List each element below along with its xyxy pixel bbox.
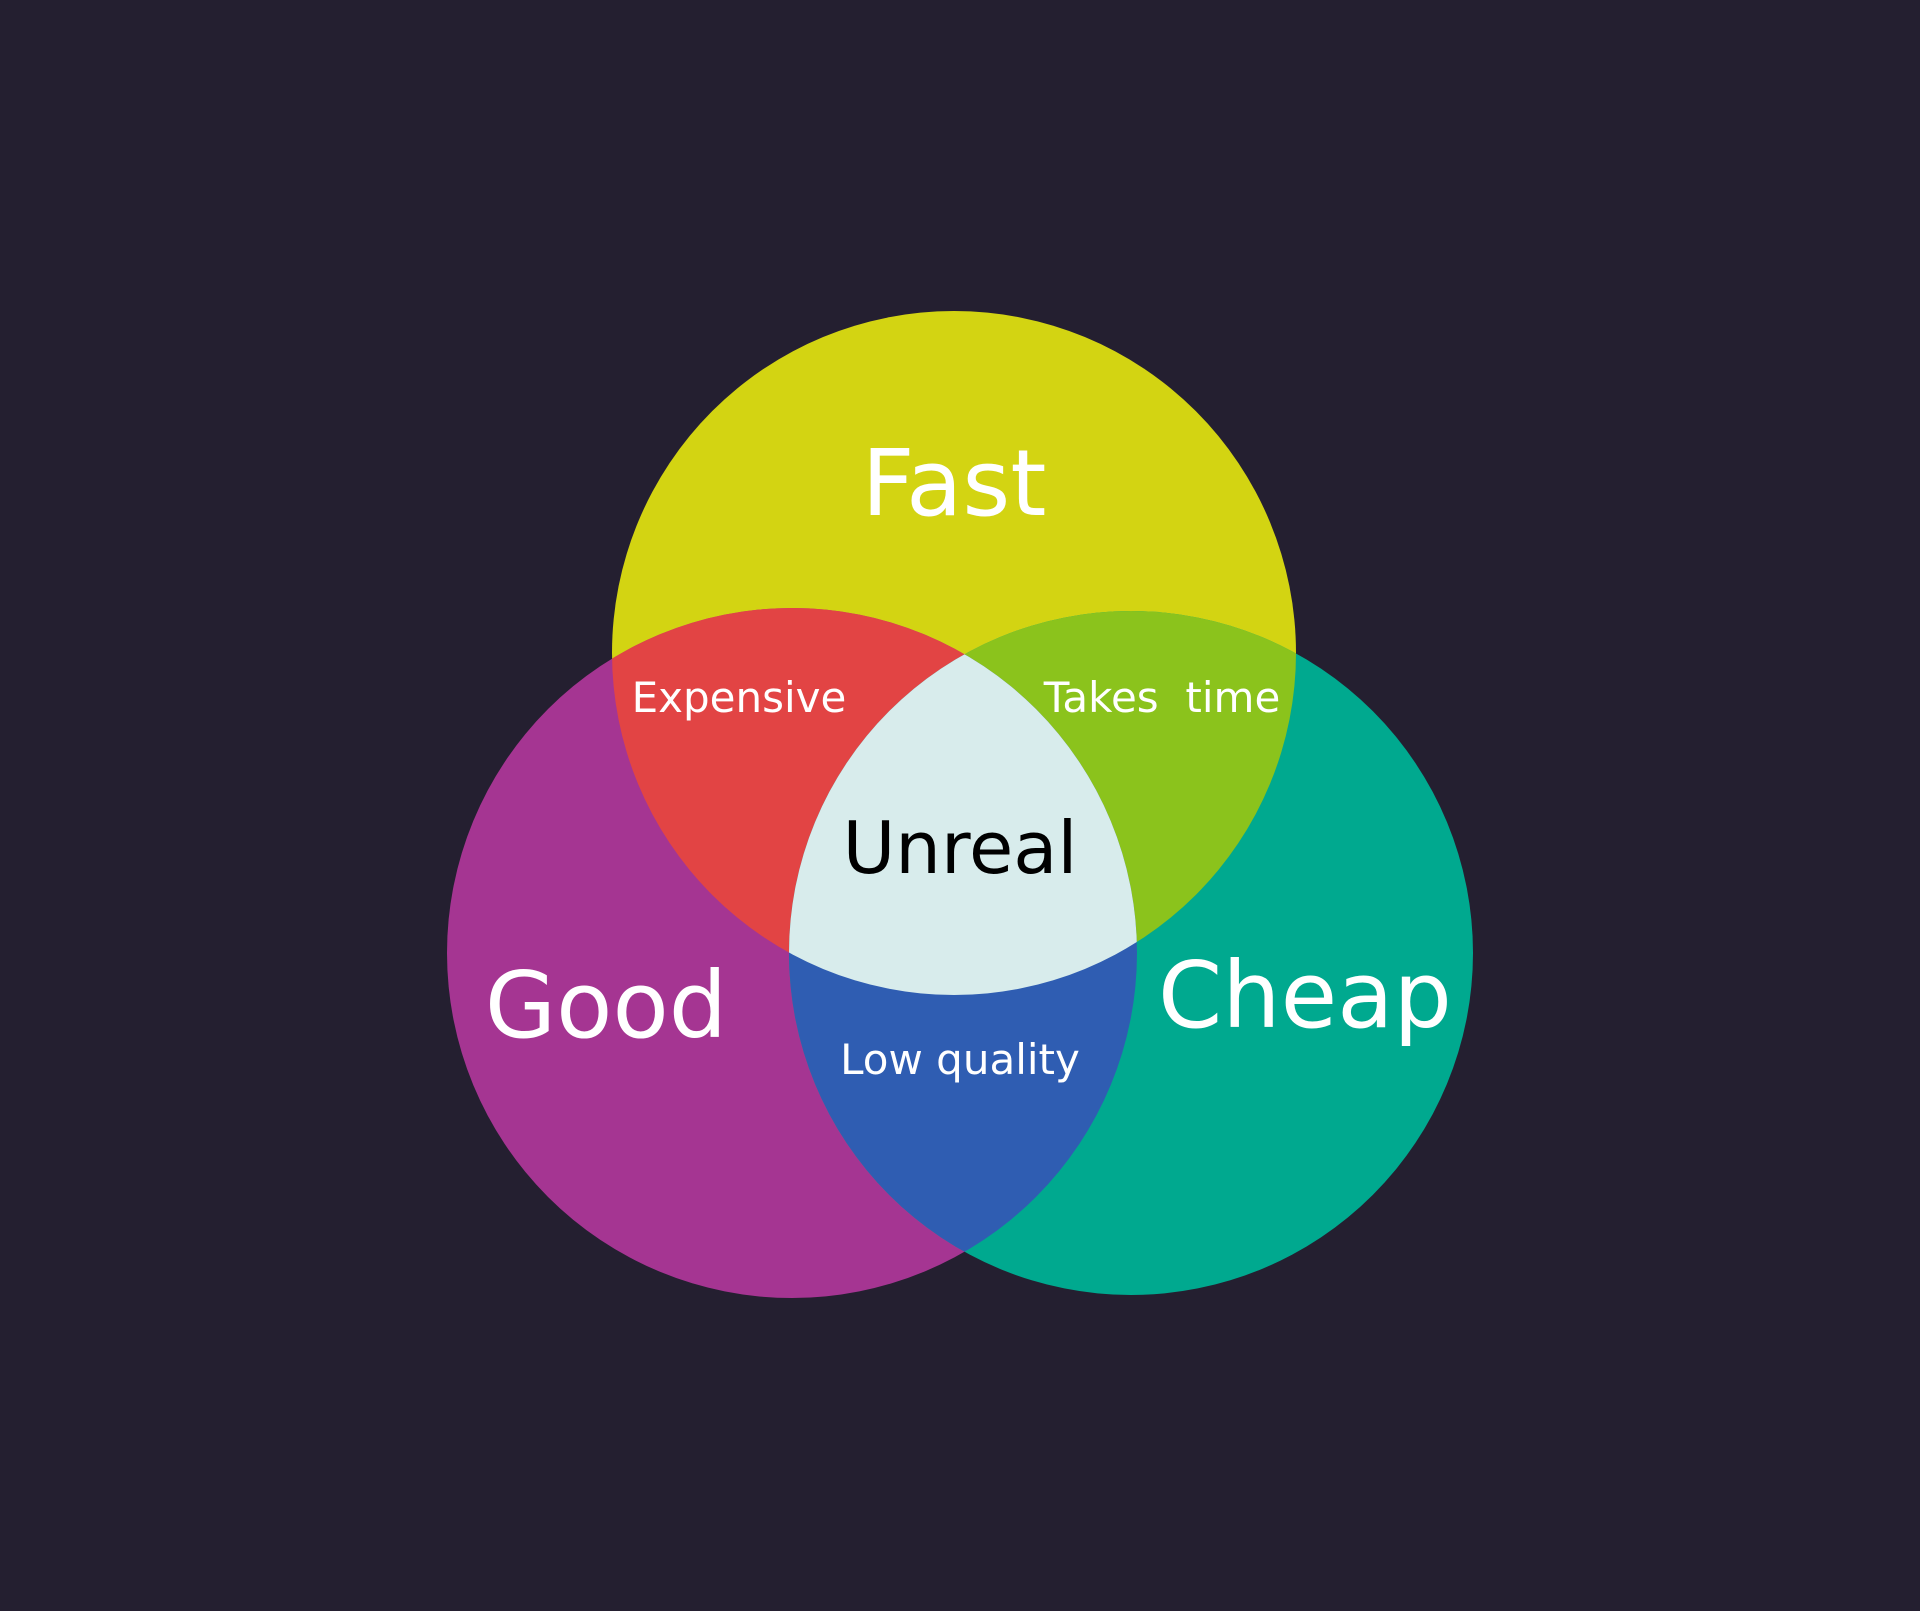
label-good: Good	[485, 952, 727, 1059]
label-cheap: Cheap	[1158, 942, 1452, 1049]
label-unreal: Unreal	[843, 806, 1078, 890]
label-fast: Fast	[862, 430, 1047, 537]
label-takes-time: Takes time	[1043, 673, 1281, 722]
label-low-quality: Low quality	[840, 1035, 1080, 1084]
label-expensive: Expensive	[632, 673, 847, 722]
